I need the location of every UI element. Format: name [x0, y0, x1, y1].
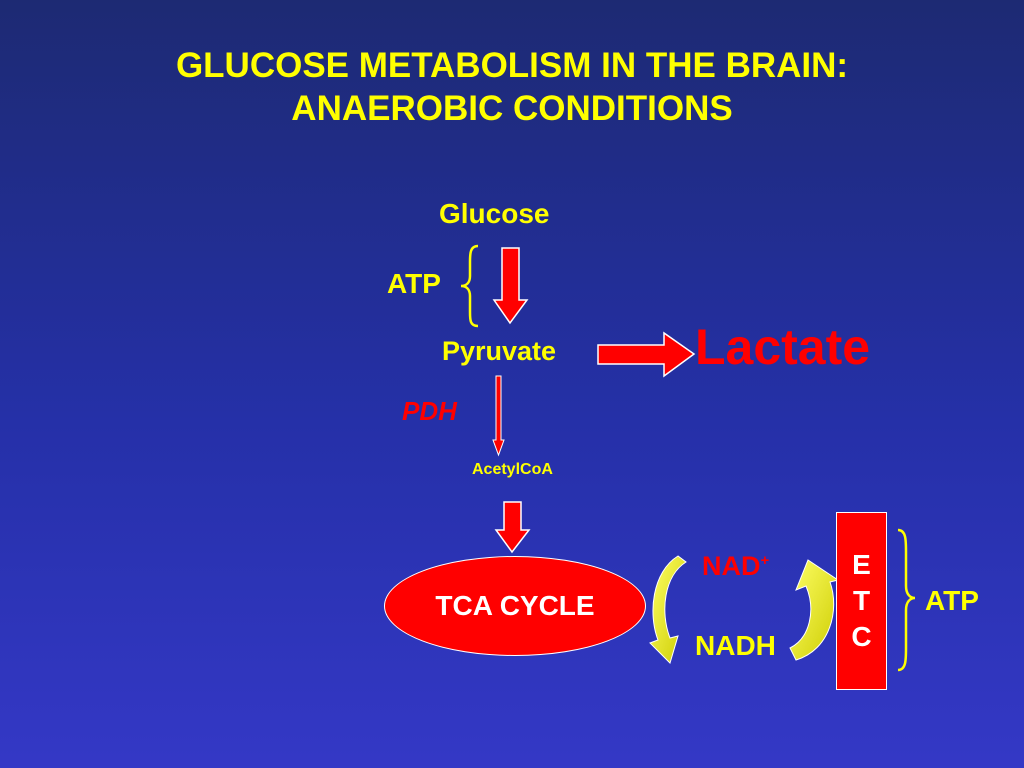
nad-to-nadh-curved-arrow: [649, 555, 687, 664]
nadh-label: NADH: [695, 630, 776, 661]
pdh-label: PDH: [402, 396, 457, 426]
glucose-to-pyruvate-arrow: [492, 247, 529, 325]
atp-brace-left: [460, 244, 479, 328]
pyruvate-to-lactate-arrow: [597, 331, 696, 378]
lactate-label: Lactate: [695, 319, 871, 375]
atp-label-left: ATP: [387, 268, 441, 299]
acetylcoa-label: AcetylCoA: [472, 461, 553, 478]
etc-letter-e: E: [852, 549, 871, 580]
atp-label-right: ATP: [925, 585, 979, 616]
tca-cycle-ellipse: TCA CYCLE: [384, 556, 646, 656]
acetylcoa-to-tca-arrow: [494, 501, 531, 554]
nad-text: NAD: [702, 551, 761, 581]
etc-letter-t: T: [852, 585, 871, 616]
etc-box: E T C: [836, 512, 887, 690]
title-line-2: ANAEROBIC CONDITIONS: [291, 89, 733, 128]
atp-brace-right: [897, 528, 916, 672]
etc-letter-c: C: [851, 621, 872, 652]
slide-title: GLUCOSE METABOLISM IN THE BRAIN: ANAEROB…: [0, 44, 1024, 130]
title-line-1: GLUCOSE METABOLISM IN THE BRAIN:: [175, 46, 849, 85]
pyruvate-label: Pyruvate: [442, 336, 557, 366]
nad-superscript: +: [760, 552, 770, 569]
pyruvate-to-acetylcoa-arrow: [492, 375, 505, 457]
nad-plus-label: NAD+: [702, 551, 769, 582]
glucose-label: Glucose: [439, 198, 550, 229]
nadh-to-nad-curved-arrow: [789, 559, 840, 661]
tca-cycle-label: TCA CYCLE: [435, 590, 595, 621]
